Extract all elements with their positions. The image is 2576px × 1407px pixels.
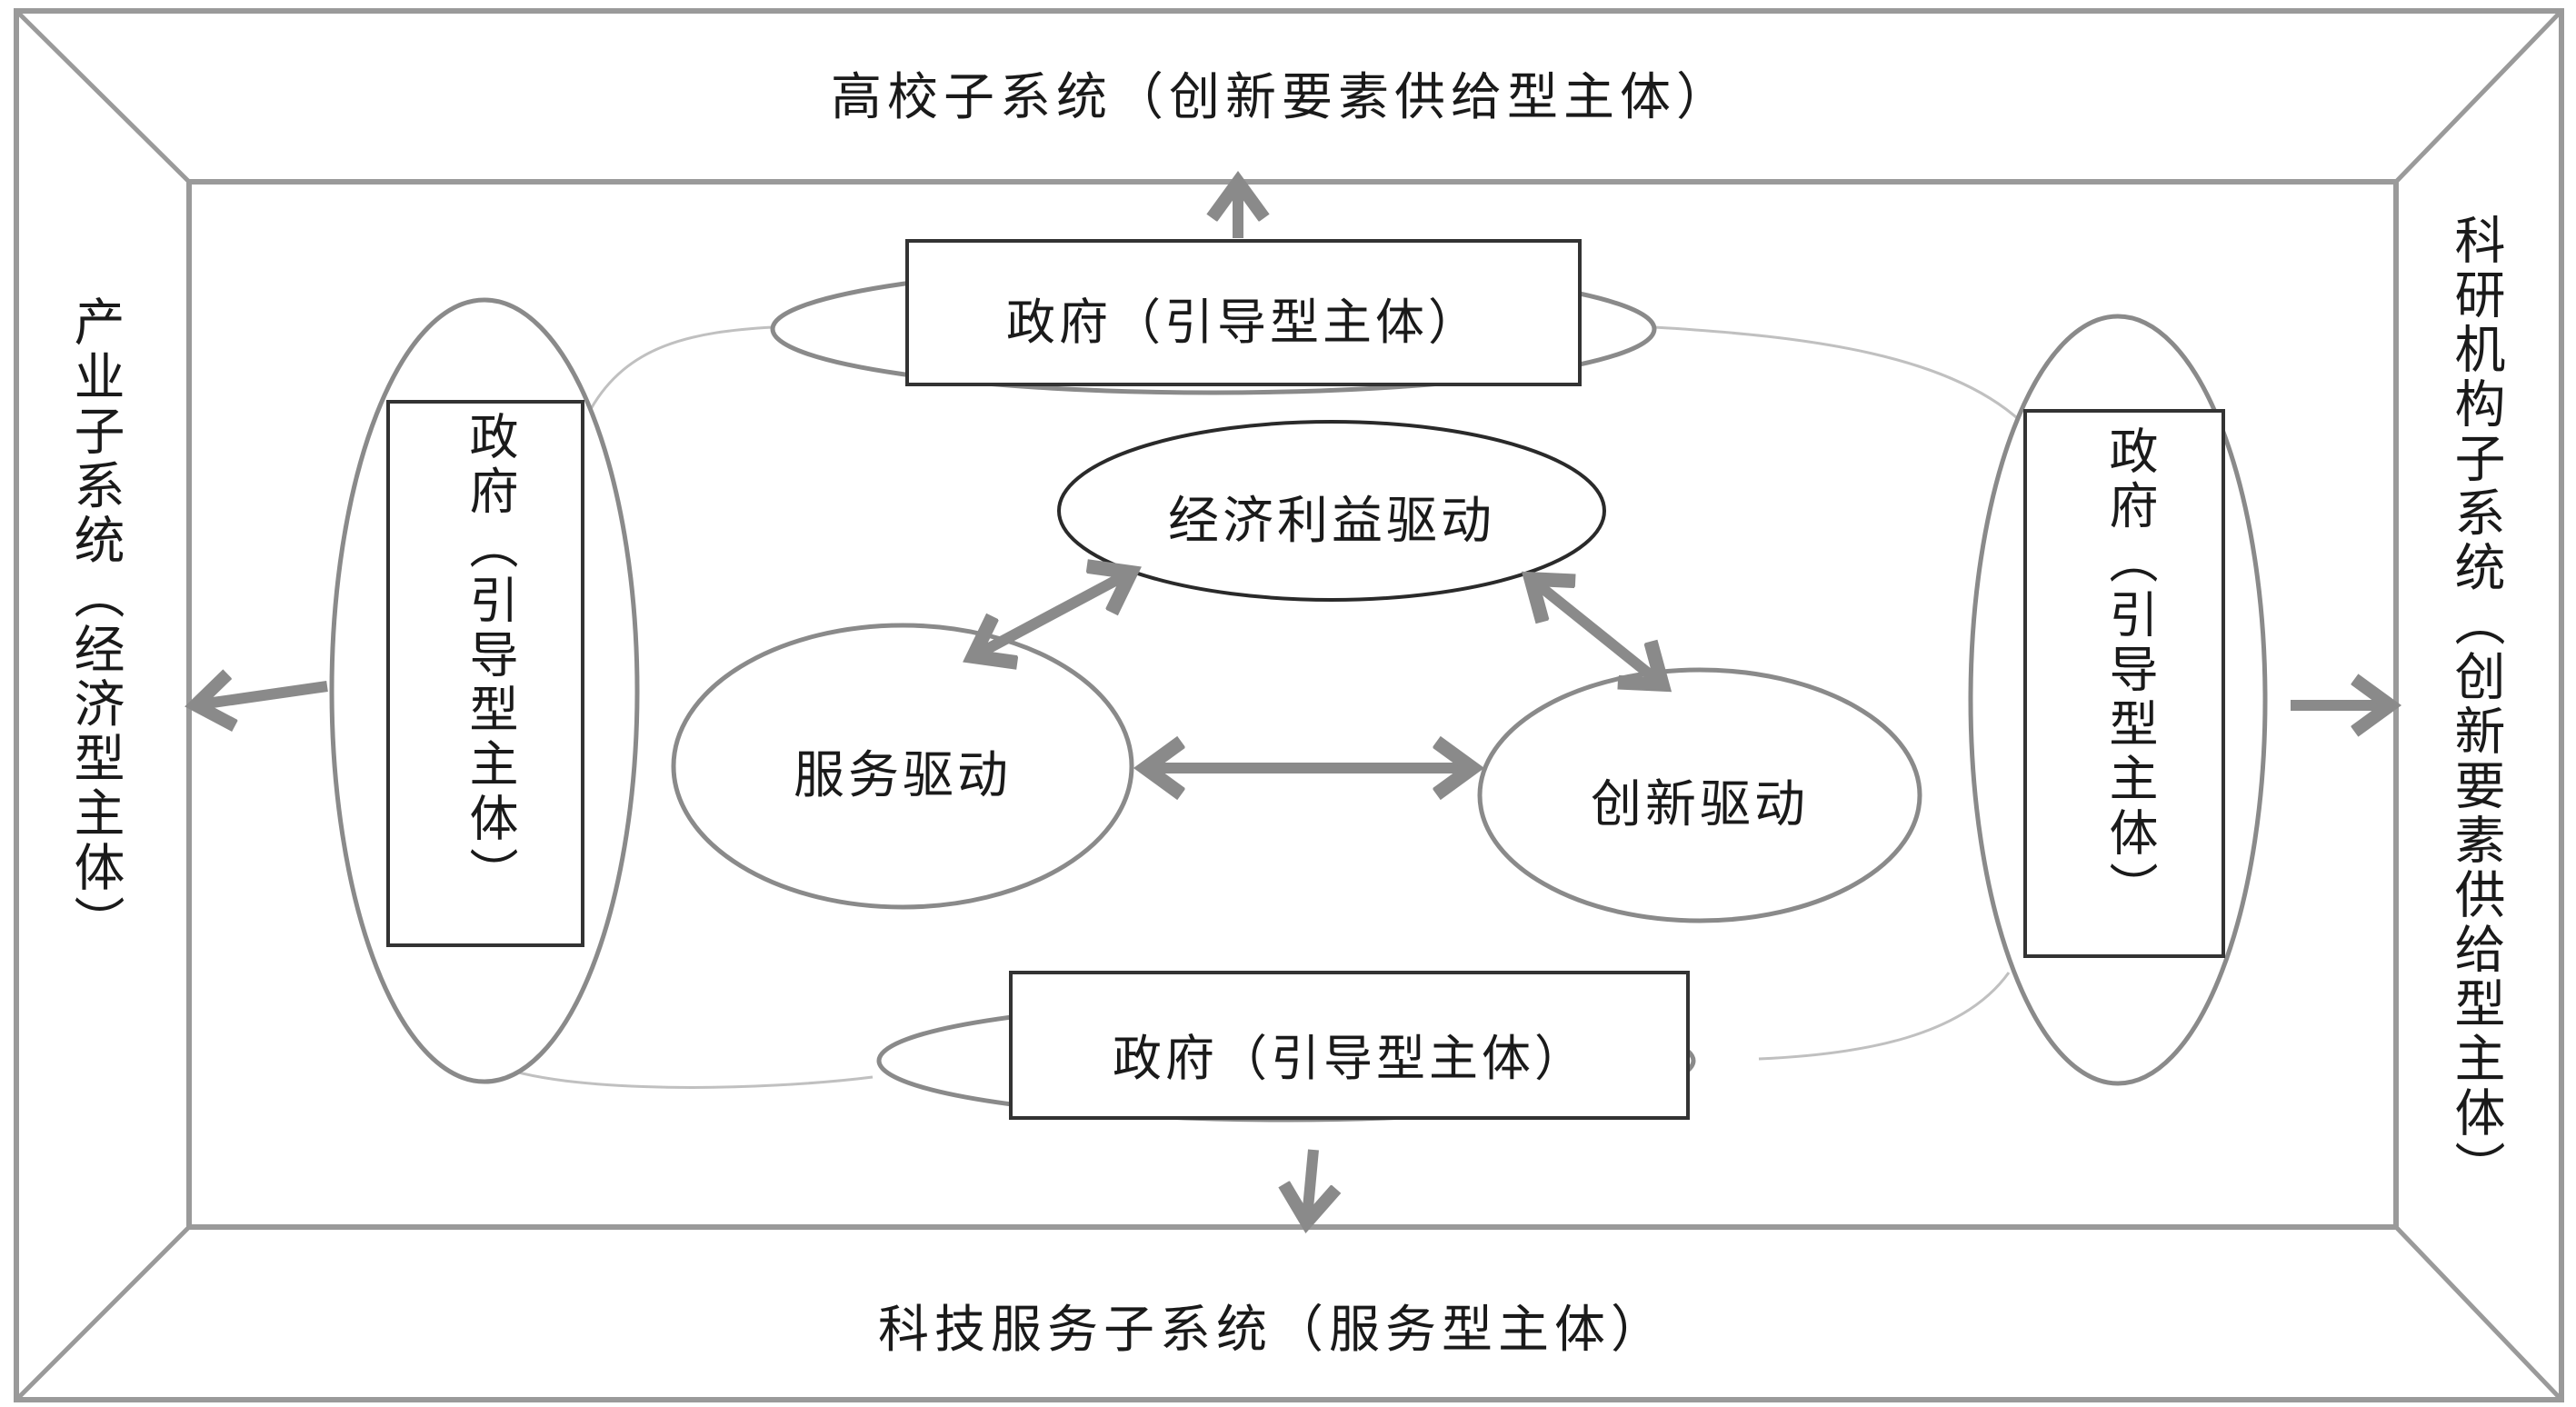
driver-label-innovation: 创新驱动	[1591, 775, 1809, 834]
subsystem-label-left: 产业子系统（经济型主体）	[65, 295, 125, 950]
gov-box-left	[386, 400, 584, 947]
subsystem-label-top: 高校子系统（创新要素供给型主体）	[831, 68, 1732, 127]
driver-label-service: 服务驱动	[794, 746, 1012, 805]
outer-frame	[14, 8, 2564, 1402]
driver-label-economic: 经济利益驱动	[1168, 492, 1495, 551]
gov-label-top: 政府（引导型主体）	[1006, 294, 1481, 351]
gov-label-right: 政府（引导型主体）	[2101, 425, 2158, 916]
gov-label-bottom: 政府（引导型主体）	[1113, 1030, 1587, 1087]
bevel-bottom-right	[2394, 1225, 2563, 1402]
link-right-bottom	[1758, 972, 2011, 1061]
bevel-bottom-left	[15, 1225, 191, 1402]
gov-box-right	[2023, 409, 2225, 958]
subsystem-label-bottom: 科技服务子系统（服务型主体）	[878, 1301, 1667, 1360]
link-left-top	[589, 325, 774, 410]
gov-box-bottom	[1009, 971, 1690, 1120]
arrow-to-left	[200, 686, 328, 704]
driver-ellipse-service	[671, 623, 1134, 910]
arrow-to-bottom	[1307, 1149, 1313, 1218]
driver-ellipse-economic	[1057, 420, 1606, 602]
subsystem-label-right: 科研机构子系统（创新要素供给型主体）	[2446, 214, 2505, 1195]
gov-box-top	[905, 239, 1582, 386]
bevel-top-left	[15, 9, 191, 184]
bevel-top-right	[2394, 9, 2563, 184]
arrow-economic-innovation	[1534, 582, 1659, 682]
link-top-right	[1653, 325, 2029, 429]
link-bottom-left	[490, 1062, 874, 1089]
gov-label-left: 政府（引导型主体）	[461, 411, 518, 902]
arrow-economic-service	[977, 574, 1127, 654]
